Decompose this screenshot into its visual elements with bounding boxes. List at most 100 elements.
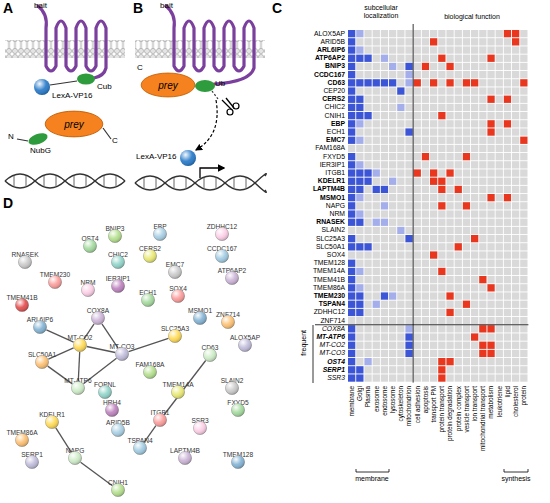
grid-cell: [471, 104, 478, 111]
sphere-fill: [33, 320, 46, 333]
grid-cell: [381, 104, 388, 111]
grid-cell: [487, 235, 494, 242]
protein-sphere: [225, 381, 239, 395]
grid-cell: [471, 30, 478, 37]
grid-cell: [373, 63, 380, 70]
grid-cell: [373, 235, 380, 242]
grid-cell: [397, 333, 404, 340]
grid-cell: [364, 38, 371, 45]
grid-cell: [512, 137, 519, 144]
grid-cell: [348, 202, 355, 209]
protein-sphere: [105, 403, 119, 417]
grid-cell: [389, 292, 396, 299]
grid-cell: [364, 317, 371, 324]
protein-sphere: [153, 413, 167, 427]
grid-cell: [356, 30, 363, 37]
grid-cell: [512, 30, 519, 37]
protein-sphere: [178, 451, 192, 465]
grid-cell: [446, 210, 453, 217]
sphere-shine: [215, 249, 228, 262]
grid-cell: [430, 194, 437, 201]
gene-name: FXYD5: [270, 153, 345, 161]
grid-cell: [520, 137, 527, 144]
grid-cell: [496, 178, 503, 185]
grid-cell: [438, 268, 445, 275]
grid-cell: [381, 243, 388, 250]
grid-cell: [364, 342, 371, 349]
grid-cell: [348, 38, 355, 45]
grid-cell: [348, 325, 355, 332]
grid-cell: [356, 284, 363, 291]
grid-cell: [414, 301, 421, 308]
grid-cell: [504, 55, 511, 62]
grid-cell: [463, 38, 470, 45]
grid-cell: [405, 317, 412, 324]
grid-cell: [405, 284, 412, 291]
grid-cell: [373, 128, 380, 135]
grid-cell: [381, 268, 388, 275]
grid-cell: [479, 219, 486, 226]
grid-cell: [364, 210, 371, 217]
protein-sphere: [231, 403, 245, 417]
grid-cell: [422, 194, 429, 201]
grid-cell: [356, 358, 363, 365]
protein-node: TMEM86A: [15, 433, 29, 447]
grid-cell: [463, 153, 470, 160]
grid-cell: [438, 333, 445, 340]
grid-cell: [504, 243, 511, 250]
grid-cell: [463, 194, 470, 201]
grid-cell: [479, 358, 486, 365]
grid-cell: [438, 292, 445, 299]
grid-cell: [389, 219, 396, 226]
art-part: [227, 109, 233, 115]
protein-sphere: [25, 455, 39, 469]
grid-cell: [438, 235, 445, 242]
grid-cell: [356, 301, 363, 308]
grid-cell: [504, 284, 511, 291]
grid-cell: [512, 309, 519, 316]
grid-cell: [348, 63, 355, 70]
grid-cell: [463, 120, 470, 127]
grid-cell: [520, 276, 527, 283]
grid-cell: [446, 63, 453, 70]
grid-cell: [446, 309, 453, 316]
grid-cell: [520, 374, 527, 381]
grid-cell: [373, 260, 380, 267]
grid-cell: [446, 128, 453, 135]
grid-cell: [512, 301, 519, 308]
grid-cell: [438, 71, 445, 78]
grid-cell: [463, 145, 470, 152]
grid-cell: [512, 235, 519, 242]
grid-cell: [438, 55, 445, 62]
grid-cell: [438, 87, 445, 94]
grid-cell: [381, 309, 388, 316]
grid-cell: [430, 309, 437, 316]
grid-cell: [455, 194, 462, 201]
grid-cell: [364, 374, 371, 381]
grid-cell: [348, 46, 355, 53]
grid-cell: [381, 260, 388, 267]
sphere-shine: [25, 455, 38, 468]
grid-cell: [487, 55, 494, 62]
grid-cell: [364, 202, 371, 209]
grid-cell: [414, 87, 421, 94]
grid-cell: [356, 55, 363, 62]
grid-cell: [405, 79, 412, 86]
grid-cell: [496, 87, 503, 94]
sphere-shine: [168, 329, 181, 342]
grid-cell: [520, 186, 527, 193]
grid-cell: [446, 350, 453, 357]
grid-cell: [512, 374, 519, 381]
grid-cell: [438, 178, 445, 185]
grid-cell: [479, 161, 486, 168]
grid-cell: [397, 128, 404, 135]
grid-cell: [405, 333, 412, 340]
grid-cell: [356, 202, 363, 209]
grid-cell: [389, 186, 396, 193]
protein-sphere: [225, 271, 239, 285]
gene-name: NRM: [270, 210, 345, 218]
grid-cell: [422, 202, 429, 209]
grid-cell: [487, 79, 494, 86]
grid-cell: [381, 276, 388, 283]
